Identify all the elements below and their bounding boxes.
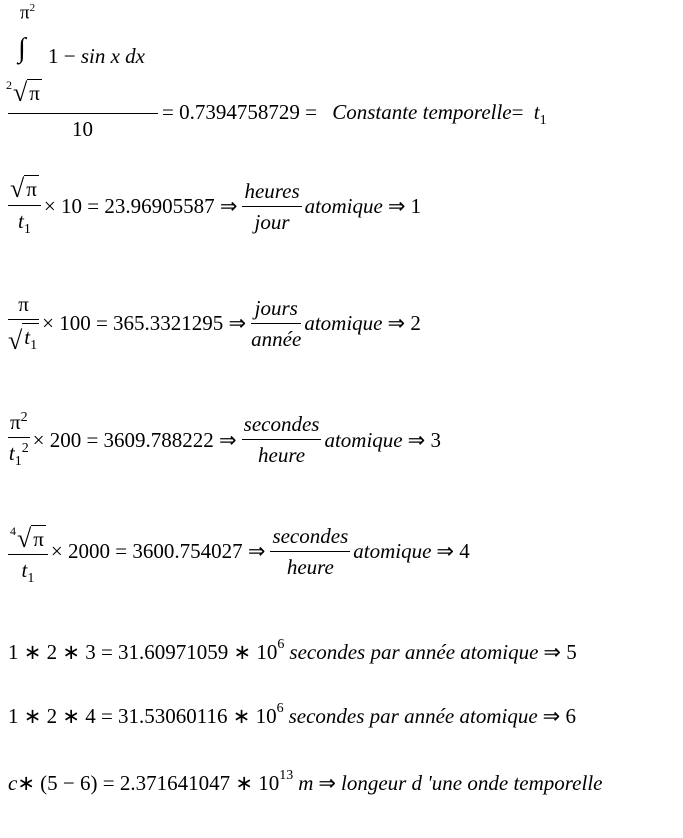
integrand: 1 − sin x dx <box>48 44 145 68</box>
radical-sign: √ <box>13 78 28 107</box>
result-line: = 0.7394758729 = Constante temporelle= t… <box>162 100 547 129</box>
upper-limit: π2 <box>20 2 36 24</box>
integral-sign: ∫ <box>18 33 26 64</box>
fraction-bar <box>8 113 158 114</box>
root-index: 4 <box>10 524 16 538</box>
denominator: 10 <box>72 117 93 141</box>
root-index: 2 <box>6 78 12 92</box>
lower-limit-root: 2√π <box>6 78 42 107</box>
